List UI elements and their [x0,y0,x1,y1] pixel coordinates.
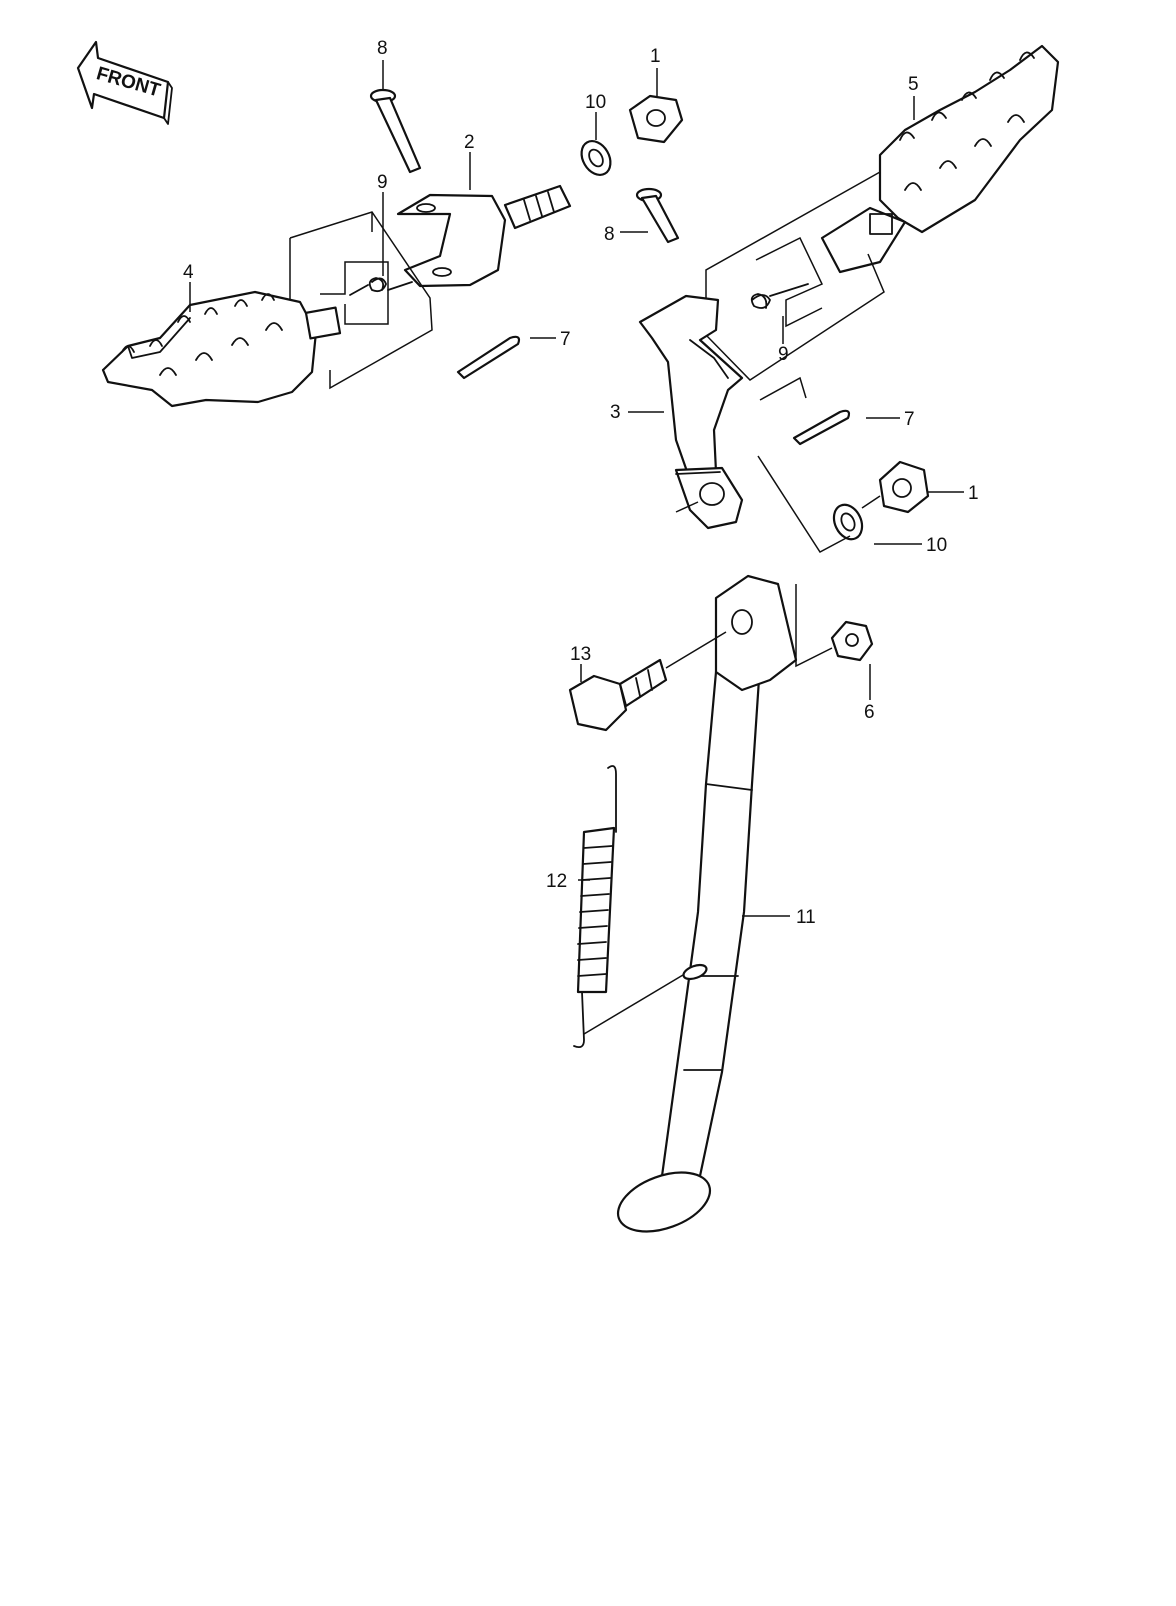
nut-6 [830,620,874,662]
right-spring-box [755,236,824,328]
side-stand [616,574,798,1233]
spring-12 [573,765,708,1049]
clevis-pin-right [635,187,680,244]
spring-left [349,277,413,296]
nut-top [628,94,684,144]
callout-6: 6 [864,702,875,723]
callout-1-right: 1 [968,483,979,504]
callout-8-top: 8 [377,38,388,59]
callout-8-right: 8 [604,224,615,245]
cotter-pin-right [792,409,851,446]
left-footpeg [101,290,342,408]
callout-9-left: 9 [377,172,388,193]
left-assembly-boundary [289,211,433,390]
callout-13: 13 [570,644,591,665]
callout-4: 4 [183,262,194,283]
left-spring-box [320,261,389,325]
bolt-13 [568,631,727,732]
callout-7-right: 7 [904,409,915,430]
bracket-3 [638,294,744,530]
washer-right [832,503,864,541]
callout-10-top: 10 [585,92,606,113]
callout-3: 3 [610,402,621,423]
nut-right [878,460,930,514]
callout-11: 11 [796,907,816,928]
callout-1-top: 1 [650,46,661,67]
spring-right [750,283,809,309]
right-nut-boundary [757,455,881,553]
callout-7-left: 7 [560,329,571,350]
callout-2: 2 [464,132,475,153]
clevis-pin-left [369,88,422,174]
right-footpeg [820,44,1060,274]
callout-leaders [189,60,964,917]
callout-10-right: 10 [926,535,947,556]
callout-12: 12 [546,871,567,892]
callout-9-right: 9 [778,344,789,365]
stand-bolt-boundary [795,584,833,668]
right-assembly-boundary [705,171,885,401]
callout-5: 5 [908,74,919,95]
left-footpeg-bracket [396,184,572,288]
cotter-pin-left [456,335,521,380]
washer-top [580,140,612,176]
front-arrow: FRONT [76,40,173,125]
